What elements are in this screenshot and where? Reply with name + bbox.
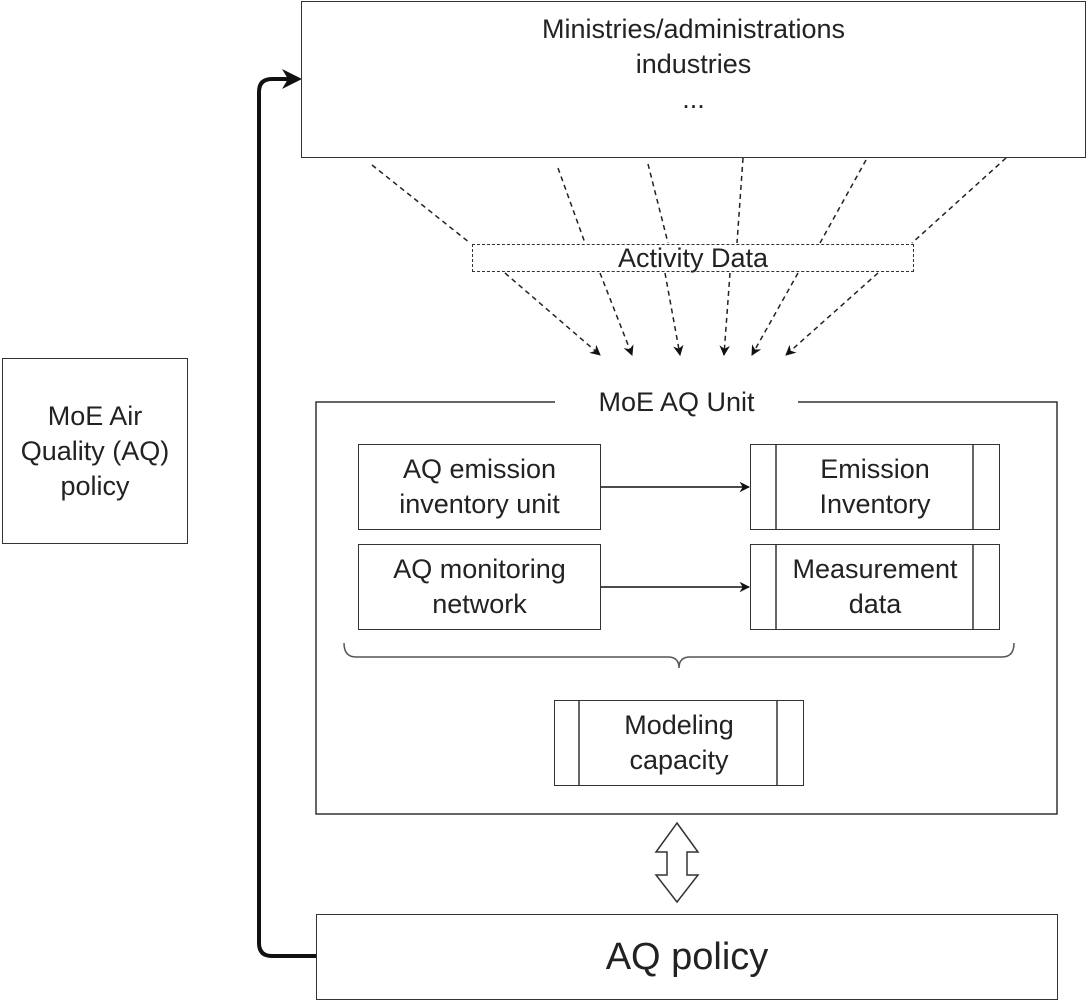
ministries-label: Ministries/administrations industries ..… xyxy=(541,14,846,114)
emission-inventory-box: Emission Inventory xyxy=(750,444,1000,530)
dashed-arrow xyxy=(664,272,684,357)
dashed-inputs-lower xyxy=(504,272,879,357)
unit-group-frame xyxy=(315,401,1058,815)
dashed-line xyxy=(819,159,867,244)
monitoring-network-box: AQ monitoring network xyxy=(358,544,601,630)
dashed-line xyxy=(736,157,744,244)
dashed-arrow xyxy=(504,272,601,356)
measurement-data-label: Measurement data xyxy=(792,554,958,619)
dashed-arrow xyxy=(599,272,634,356)
process-box-bars xyxy=(578,444,974,785)
dashed-line xyxy=(557,167,586,244)
aq-policy-label: AQ policy xyxy=(605,935,769,978)
emission-inventory-unit-label: AQ emission inventory unit xyxy=(399,454,560,519)
dashed-line xyxy=(371,164,471,244)
grouping-brace xyxy=(343,642,1015,669)
monitoring-network-label: AQ monitoring network xyxy=(393,554,566,619)
dashed-line xyxy=(911,157,1007,244)
emission-inventory-unit-box: AQ emission inventory unit xyxy=(358,444,601,530)
dashed-arrow xyxy=(719,272,731,357)
dashed-line xyxy=(647,163,669,244)
measurement-data-box: Measurement data xyxy=(750,544,1000,630)
emission-inventory-label: Emission Inventory xyxy=(819,454,931,519)
dashed-arrow xyxy=(785,272,879,356)
modeling-capacity-label: Modeling capacity xyxy=(624,710,734,775)
dashed-arrow xyxy=(751,272,799,356)
aq-policy-box: AQ policy xyxy=(316,914,1058,1000)
activity-data-label: Activity Data xyxy=(617,242,769,273)
bidirectional-arrow-icon xyxy=(654,821,700,904)
dashed-inputs-upper xyxy=(371,157,1007,244)
ministries-box: Ministries/administrations industries ..… xyxy=(301,1,1086,158)
activity-data-box: Activity Data xyxy=(472,242,914,273)
unit-group-title: MoE AQ Unit xyxy=(598,387,755,417)
moe-aq-policy-box: MoE Air Quality (AQ) policy xyxy=(2,358,188,544)
feedback-arrow xyxy=(257,69,316,958)
modeling-capacity-box: Modeling capacity xyxy=(554,700,804,786)
moe-aq-policy-label: MoE Air Quality (AQ) policy xyxy=(20,400,170,501)
